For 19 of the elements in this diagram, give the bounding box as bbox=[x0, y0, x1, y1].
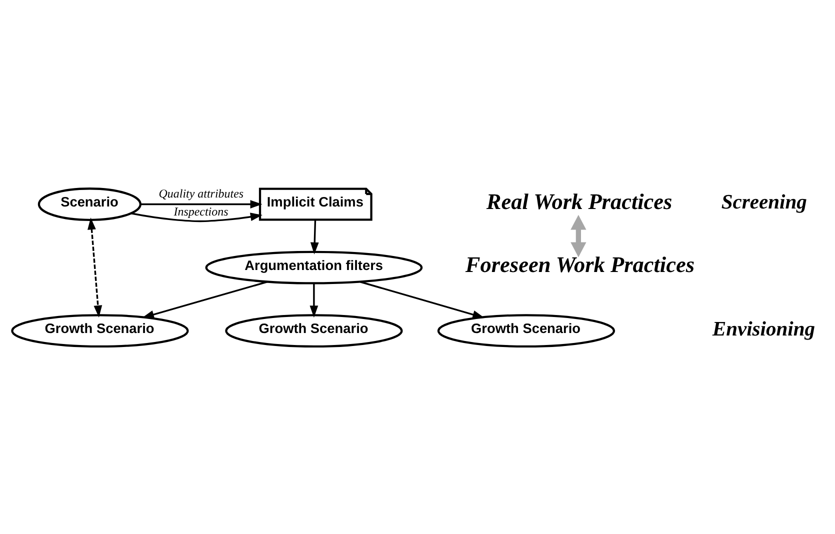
arrow bbox=[310, 282, 318, 318]
label: Screening bbox=[721, 191, 807, 214]
node-ellipse: Growth Scenario bbox=[437, 314, 616, 348]
arrow bbox=[310, 219, 319, 254]
node-ellipse: Growth Scenario bbox=[11, 314, 189, 348]
arrow bbox=[88, 217, 102, 317]
node-text: Foreseen Work Practices bbox=[465, 252, 695, 277]
node-ellipse: Scenario bbox=[38, 187, 142, 220]
node-text: Real Work Practices bbox=[486, 188, 672, 214]
arrow bbox=[131, 212, 262, 222]
node-ellipse: Growth Scenario bbox=[225, 314, 403, 348]
arrow bbox=[360, 280, 485, 318]
edge-label: Quality attributes bbox=[158, 186, 244, 200]
arrow bbox=[570, 214, 586, 257]
node-ellipse: Argumentation filters bbox=[205, 250, 423, 284]
edge-label: Inspections bbox=[174, 204, 228, 218]
arrow bbox=[140, 200, 262, 208]
label: Envisioning bbox=[712, 318, 816, 340]
arrow bbox=[142, 280, 268, 318]
